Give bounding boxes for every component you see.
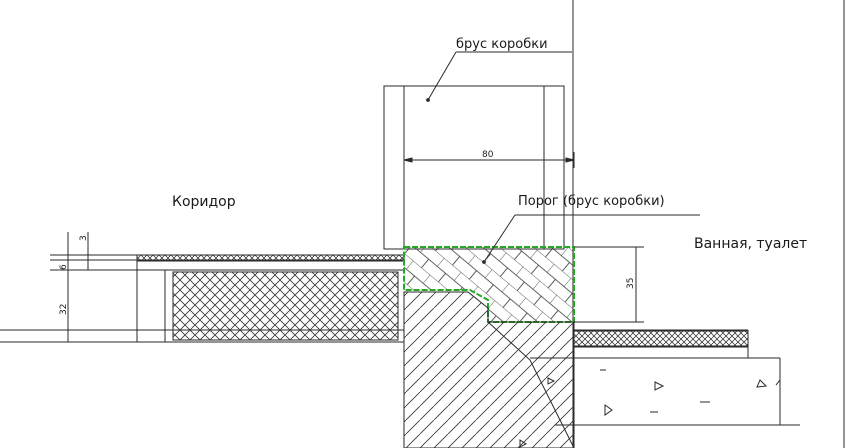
frame-beam <box>383 85 565 250</box>
dim-frame-width: 80 <box>482 150 494 160</box>
concrete-slab <box>403 291 575 448</box>
threshold-label: Порог (брус коробки) <box>518 194 665 209</box>
dim-screed-layer: 32 <box>59 304 69 315</box>
dim-threshold-height: 35 <box>626 278 636 289</box>
corridor-label: Коридор <box>172 194 236 210</box>
frame-beam-label: брус коробки <box>456 37 548 52</box>
dim-base-layer: 6 <box>59 264 69 270</box>
dim-finish-layer: 3 <box>79 235 89 241</box>
corridor-screed <box>172 271 399 341</box>
bathroom-label: Ванная, туалет <box>694 236 807 252</box>
